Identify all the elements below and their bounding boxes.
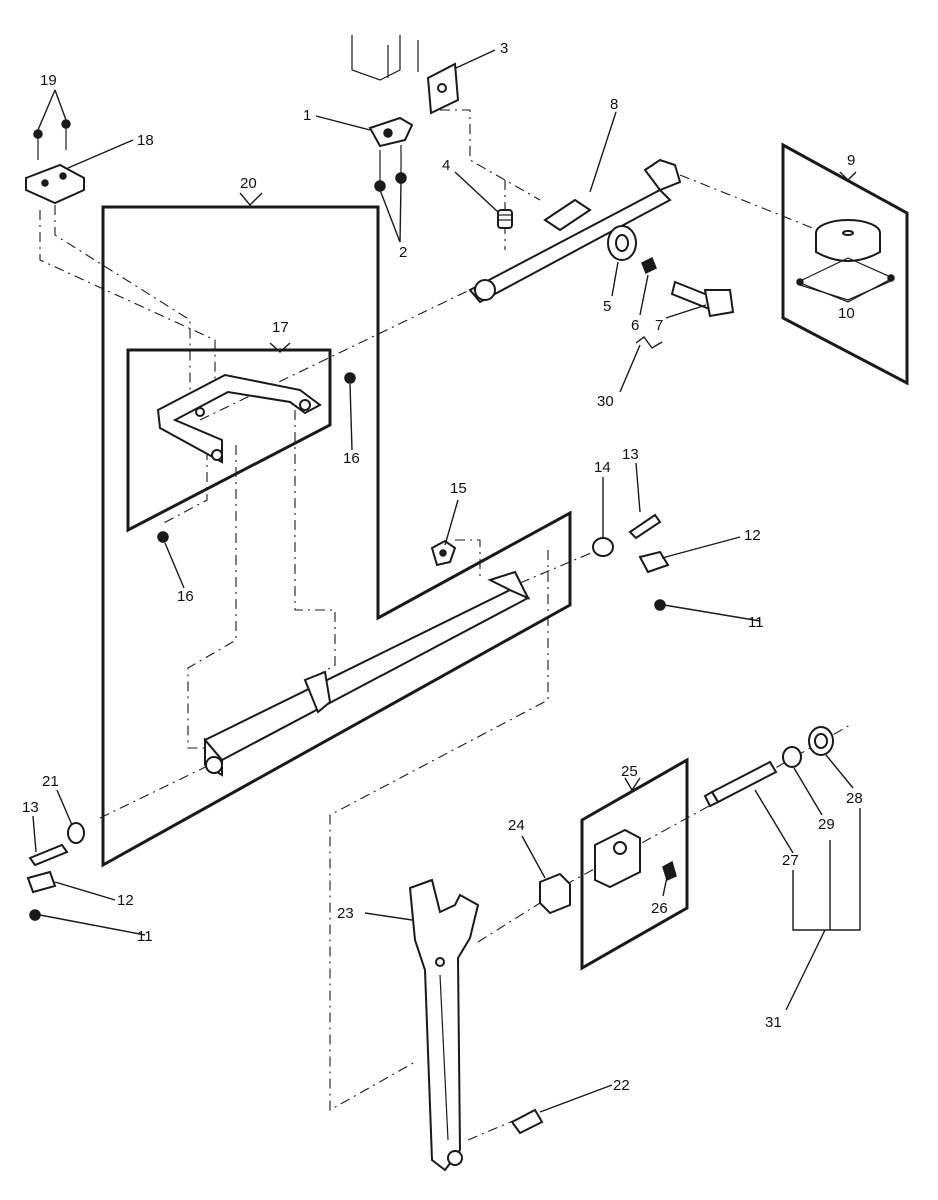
callout-3: 3: [500, 40, 508, 57]
callout-10: 10: [838, 305, 855, 322]
spring-part-4: [497, 209, 513, 229]
callout-5: 5: [603, 298, 611, 315]
shaft-part-27: [703, 760, 778, 808]
clip-part-12-left: [26, 870, 57, 894]
callout-12-left: 12: [117, 892, 134, 909]
callout-30: 30: [597, 393, 614, 410]
screws-part-19: [33, 119, 71, 160]
callout-14: 14: [594, 459, 611, 476]
callout-21: 21: [42, 773, 59, 790]
callout-6: 6: [631, 317, 639, 334]
leader-lines: [32, 49, 894, 1113]
callout-11-right: 11: [748, 614, 764, 631]
shaft-part-8: [468, 158, 682, 304]
block-part-24: [539, 872, 571, 915]
callout-31: 31: [765, 1014, 782, 1031]
hinge-part-18: [25, 163, 85, 205]
assembly-9-outline: [781, 142, 909, 386]
assembly-lines: [39, 109, 851, 1141]
screw-part-22: [510, 1108, 544, 1135]
lever-arm-part-23: [408, 878, 480, 1172]
callout-11-left: 11: [137, 928, 153, 945]
callout-28: 28: [846, 790, 863, 807]
washer-part-21: [67, 822, 85, 844]
callout-18: 18: [137, 132, 154, 149]
screw-part-26: [662, 860, 677, 882]
screw-part-11-right: [654, 599, 666, 611]
nut-part-6: [641, 256, 657, 275]
bushing-part-29: [782, 746, 802, 768]
bolt-part-7: [670, 280, 735, 318]
callout-2: 2: [399, 244, 407, 261]
washer-part-14: [592, 537, 614, 557]
callout-25: 25: [621, 763, 638, 780]
screw-part-11-left: [29, 909, 41, 921]
callout-24: 24: [508, 817, 525, 834]
wire-part-30: [635, 336, 663, 349]
callout-26: 26: [651, 900, 668, 917]
callout-27: 27: [782, 852, 799, 869]
knob-part-9: [815, 219, 881, 262]
callout-20: 20: [240, 175, 257, 192]
screw-part-16-upper: [344, 372, 356, 384]
callout-13-right: 13: [622, 446, 639, 463]
clip-part-12-right: [638, 550, 670, 574]
washer-part-5: [607, 225, 637, 261]
pin-part-13-right: [628, 513, 662, 540]
pin-part-13-left: [28, 843, 69, 867]
plate-part-3: [426, 62, 460, 115]
callout-15: 15: [450, 480, 467, 497]
callout-22: 22: [613, 1077, 630, 1094]
callout-16-lower: 16: [177, 588, 194, 605]
frame-bracket: [351, 35, 419, 81]
bracket-arm-part-17: [156, 373, 322, 464]
assembly-20-outline: [101, 205, 572, 868]
nut-part-15: [430, 539, 457, 567]
screw-part-16-lower: [157, 531, 169, 543]
assembly-25-outline: [580, 757, 689, 971]
clamp-part-25: [594, 828, 641, 889]
callout-13-left: 13: [22, 799, 39, 816]
clip-part-1: [368, 116, 414, 148]
assembly-17-outline: [126, 348, 332, 533]
callout-16-upper: 16: [343, 450, 360, 467]
callout-4: 4: [442, 157, 450, 174]
callout-23: 23: [337, 905, 354, 922]
callout-12-right: 12: [744, 527, 761, 544]
callout-7: 7: [655, 317, 663, 334]
spring-part-28: [808, 726, 834, 756]
callout-17: 17: [272, 319, 289, 336]
callout-9: 9: [847, 152, 855, 169]
lever-bar: [203, 570, 531, 777]
base-part-10: [796, 257, 895, 303]
callout-8: 8: [610, 96, 618, 113]
callout-29: 29: [818, 816, 835, 833]
callout-19: 19: [40, 72, 57, 89]
callout-1: 1: [303, 107, 311, 124]
